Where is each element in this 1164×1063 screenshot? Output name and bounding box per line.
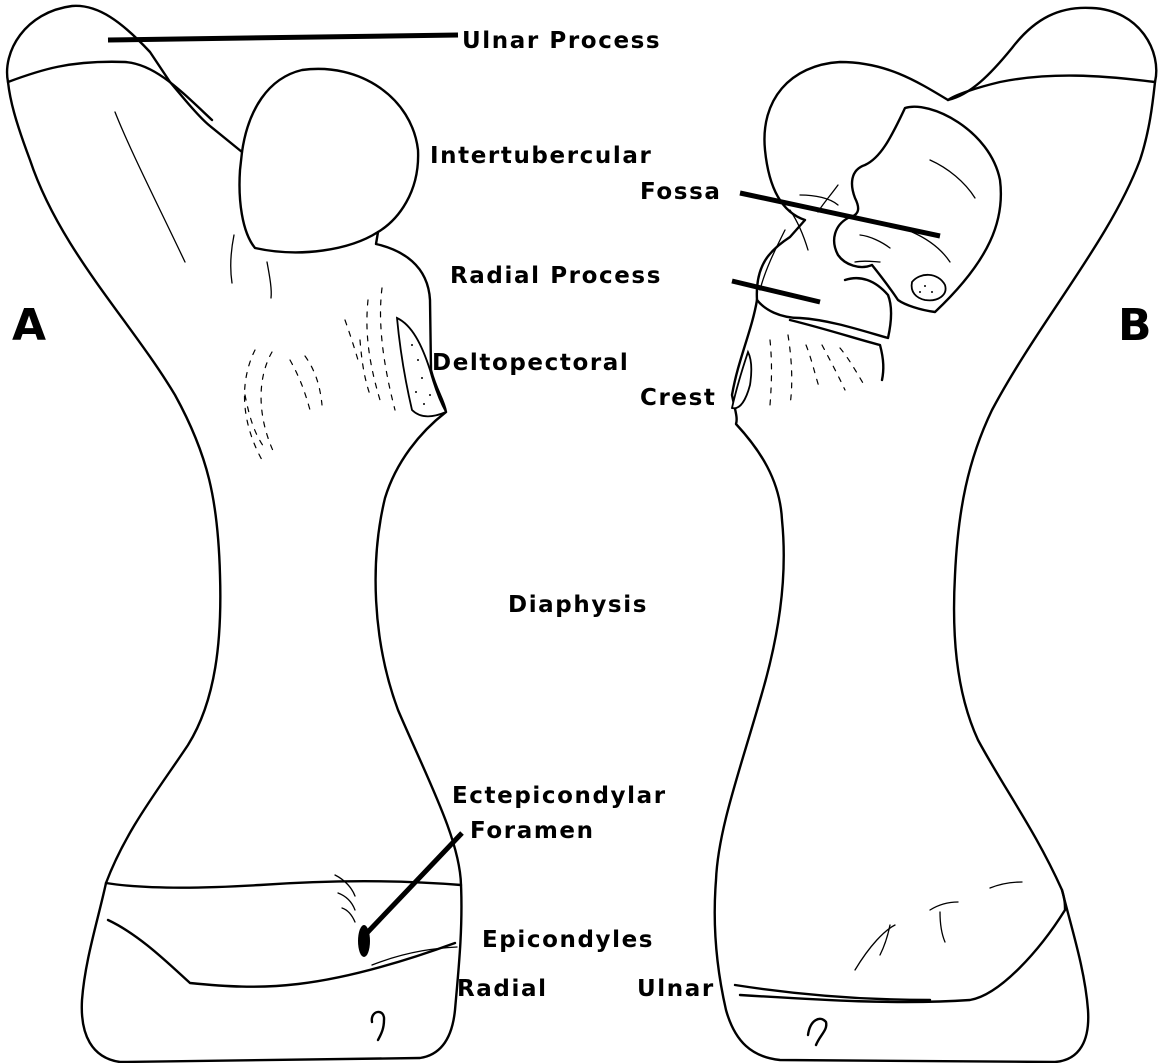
label-diaphysis: Diaphysis	[508, 592, 648, 618]
bone-b-muscle-scar-1	[770, 335, 866, 405]
bone-a-detail-3	[267, 262, 271, 298]
bone-a-head-line	[240, 152, 378, 252]
bone-b-condyle-line	[735, 985, 930, 1000]
bone-a-notch	[372, 1012, 384, 1040]
label-ulnar: Ulnar	[637, 976, 715, 1002]
leader-ulnar-process	[108, 35, 458, 40]
bone-b-fossa-inner-2	[800, 195, 838, 205]
label-radial-process: Radial Process	[450, 263, 662, 289]
bone-b-fossa-inner-3	[790, 210, 808, 250]
bone-a-detail-1	[115, 112, 185, 262]
label-foramen: Foramen	[470, 818, 595, 844]
label-intertubercular: Intertubercular	[430, 143, 652, 169]
label-fossa: Fossa	[640, 179, 721, 205]
bone-b-fossa-streak-1	[930, 160, 975, 198]
bone-b-detail-4	[940, 912, 945, 942]
bone-a-muscle-scar-1	[245, 350, 322, 460]
bone-b-epicondyle-line	[740, 890, 1065, 1002]
leader-radial-process	[732, 281, 820, 302]
humerus-view-b	[715, 8, 1157, 1062]
bone-a-detail-2	[231, 235, 234, 283]
panel-label-b: B	[1118, 300, 1152, 351]
bone-b-detail-3	[930, 902, 958, 910]
bone-a-ulnar-cap-line	[8, 62, 212, 120]
bone-b-crest-line	[790, 320, 883, 380]
label-crest: Crest	[640, 385, 717, 411]
bone-b-fossa-streak-4	[855, 261, 880, 262]
foramen-mark-3	[342, 908, 355, 922]
label-radial: Radial	[457, 976, 548, 1002]
bone-b-stippled-patch	[912, 275, 946, 301]
bone-b-cap-line	[948, 76, 1155, 100]
bone-b-detail-2	[880, 925, 890, 955]
bone-b-outline	[715, 8, 1157, 1062]
bone-b-crest-edge	[760, 230, 785, 290]
label-epicondyles: Epicondyles	[482, 927, 654, 953]
bone-a-muscle-scar-2	[345, 288, 395, 410]
bone-b-notch	[808, 1019, 826, 1045]
bone-b-detail-5	[990, 882, 1022, 888]
label-ulnar-process: Ulnar Process	[462, 28, 661, 54]
label-deltopectoral: Deltopectoral	[432, 350, 629, 376]
bone-b-fossa-streak-2	[860, 235, 890, 248]
foramen-mark-2	[338, 893, 355, 910]
leader-intertubercular-fossa	[740, 193, 940, 236]
bone-a-condyle-line	[108, 920, 455, 987]
panel-label-a: A	[12, 300, 46, 351]
label-ectepicondylar: Ectepicondylar	[452, 783, 667, 809]
